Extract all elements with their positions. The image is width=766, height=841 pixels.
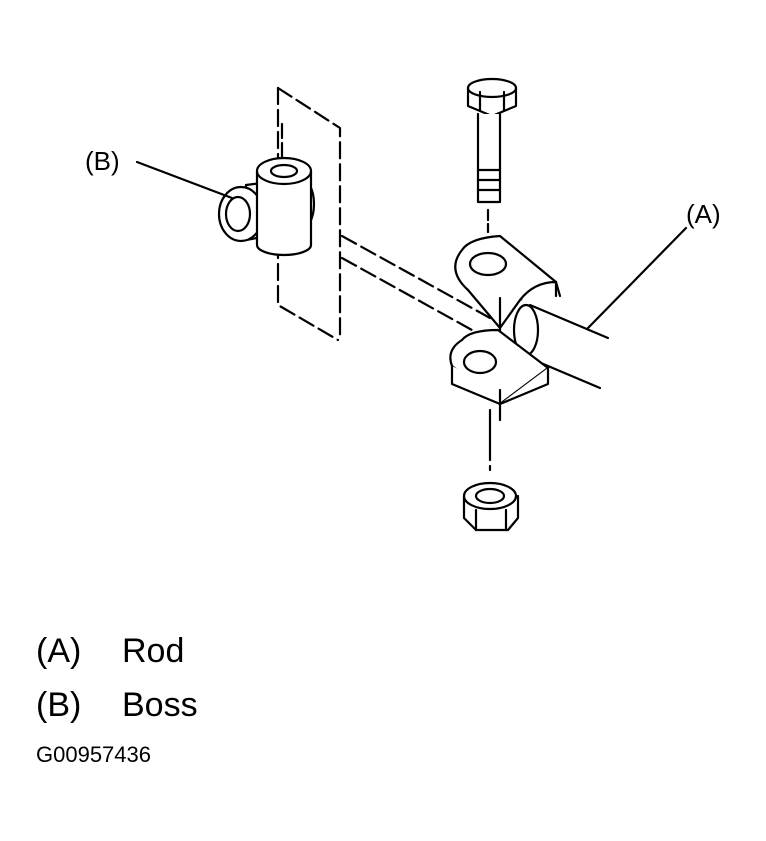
clamp-bracket [449,234,562,422]
legend: (A) Rod (B) Boss [36,624,198,732]
legend-label: Boss [122,685,198,724]
callout-a-label: (A) [686,199,721,229]
callout-b-leader [135,160,234,200]
legend-item-boss: (B) Boss [36,678,198,732]
rod-boss-diagram: (B) (A) [85,77,721,532]
legend-label: Rod [122,631,185,670]
legend-key: (A) [36,631,82,670]
callout-b-label: (B) [85,146,120,176]
callout-a-leader [586,226,688,330]
bolt-part [466,77,518,234]
nut-part [462,408,520,532]
legend-key: (B) [36,685,82,724]
legend-item-rod: (A) Rod [36,624,198,678]
boss-part [217,122,316,257]
figure-id: G00957436 [36,742,151,767]
